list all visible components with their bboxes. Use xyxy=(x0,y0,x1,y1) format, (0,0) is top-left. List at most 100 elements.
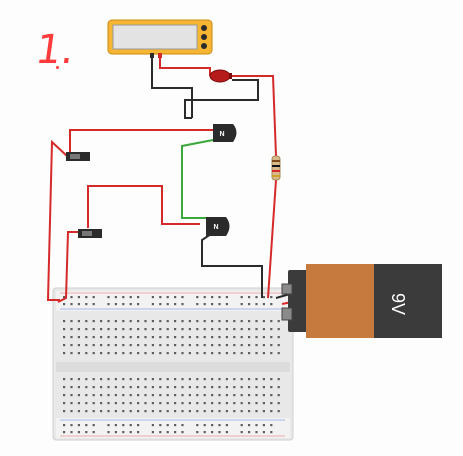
breadboard-hole[interactable] xyxy=(92,328,95,331)
breadboard-hole[interactable] xyxy=(240,431,243,434)
breadboard-hole[interactable] xyxy=(248,410,251,413)
breadboard-hole[interactable] xyxy=(129,320,132,323)
breadboard-hole[interactable] xyxy=(159,352,162,355)
breadboard-hole[interactable] xyxy=(166,410,169,413)
breadboard-hole[interactable] xyxy=(77,303,80,306)
breadboard-hole[interactable] xyxy=(114,386,117,389)
breadboard-hole[interactable] xyxy=(85,431,88,434)
breadboard-hole[interactable] xyxy=(85,344,88,347)
breadboard-hole[interactable] xyxy=(181,344,184,347)
breadboard-hole[interactable] xyxy=(188,402,191,405)
breadboard-hole[interactable] xyxy=(233,378,236,381)
breadboard-hole[interactable] xyxy=(63,303,66,306)
breadboard-hole[interactable] xyxy=(129,424,132,427)
breadboard-hole[interactable] xyxy=(144,344,147,347)
breadboard-hole[interactable] xyxy=(196,328,199,331)
breadboard-hole[interactable] xyxy=(248,328,251,331)
breadboard-hole[interactable] xyxy=(211,410,214,413)
breadboard-hole[interactable] xyxy=(255,386,258,389)
breadboard-hole[interactable] xyxy=(211,336,214,339)
breadboard-hole[interactable] xyxy=(240,328,243,331)
breadboard-hole[interactable] xyxy=(77,336,80,339)
breadboard-hole[interactable] xyxy=(248,336,251,339)
breadboard-hole[interactable] xyxy=(129,431,132,434)
breadboard-hole[interactable] xyxy=(151,424,154,427)
breadboard-hole[interactable] xyxy=(218,336,221,339)
breadboard-hole[interactable] xyxy=(174,386,177,389)
breadboard-hole[interactable] xyxy=(122,402,125,405)
breadboard-hole[interactable] xyxy=(144,336,147,339)
resistor[interactable] xyxy=(271,155,281,181)
breadboard-hole[interactable] xyxy=(129,410,132,413)
breadboard-hole[interactable] xyxy=(100,344,103,347)
breadboard-hole[interactable] xyxy=(137,320,140,323)
breadboard-hole[interactable] xyxy=(159,410,162,413)
breadboard-hole[interactable] xyxy=(151,402,154,405)
breadboard-hole[interactable] xyxy=(144,410,147,413)
breadboard-hole[interactable] xyxy=(137,394,140,397)
breadboard-hole[interactable] xyxy=(240,336,243,339)
breadboard-hole[interactable] xyxy=(166,296,169,299)
breadboard-hole[interactable] xyxy=(262,336,265,339)
breadboard-hole[interactable] xyxy=(77,431,80,434)
breadboard-hole[interactable] xyxy=(218,431,221,434)
breadboard-hole[interactable] xyxy=(270,352,273,355)
breadboard-hole[interactable] xyxy=(240,394,243,397)
breadboard-hole[interactable] xyxy=(218,424,221,427)
breadboard-hole[interactable] xyxy=(196,424,199,427)
breadboard-hole[interactable] xyxy=(151,320,154,323)
breadboard-hole[interactable] xyxy=(181,431,184,434)
breadboard-hole[interactable] xyxy=(114,410,117,413)
breadboard-hole[interactable] xyxy=(129,336,132,339)
breadboard-hole[interactable] xyxy=(137,431,140,434)
breadboard-hole[interactable] xyxy=(240,303,243,306)
breadboard-hole[interactable] xyxy=(114,344,117,347)
breadboard-hole[interactable] xyxy=(262,431,265,434)
breadboard-hole[interactable] xyxy=(70,328,73,331)
breadboard-hole[interactable] xyxy=(262,424,265,427)
breadboard-hole[interactable] xyxy=(174,352,177,355)
breadboard-hole[interactable] xyxy=(77,320,80,323)
breadboard-hole[interactable] xyxy=(122,328,125,331)
breadboard-hole[interactable] xyxy=(107,303,110,306)
breadboard-hole[interactable] xyxy=(174,336,177,339)
breadboard-hole[interactable] xyxy=(122,410,125,413)
breadboard-hole[interactable] xyxy=(137,424,140,427)
breadboard-hole[interactable] xyxy=(240,296,243,299)
breadboard-hole[interactable] xyxy=(129,303,132,306)
multimeter-probe-jack[interactable] xyxy=(201,43,207,49)
breadboard-hole[interactable] xyxy=(137,386,140,389)
breadboard-hole[interactable] xyxy=(218,386,221,389)
breadboard-hole[interactable] xyxy=(196,336,199,339)
breadboard-hole[interactable] xyxy=(70,410,73,413)
breadboard-hole[interactable] xyxy=(255,303,258,306)
breadboard-hole[interactable] xyxy=(203,431,206,434)
breadboard-hole[interactable] xyxy=(166,386,169,389)
breadboard-hole[interactable] xyxy=(107,410,110,413)
breadboard-hole[interactable] xyxy=(70,386,73,389)
breadboard-hole[interactable] xyxy=(159,386,162,389)
breadboard-hole[interactable] xyxy=(85,386,88,389)
breadboard-hole[interactable] xyxy=(174,303,177,306)
breadboard-hole[interactable] xyxy=(114,378,117,381)
breadboard-hole[interactable] xyxy=(181,296,184,299)
breadboard-hole[interactable] xyxy=(240,410,243,413)
breadboard-hole[interactable] xyxy=(77,296,80,299)
breadboard-hole[interactable] xyxy=(211,378,214,381)
breadboard-hole[interactable] xyxy=(255,352,258,355)
breadboard[interactable] xyxy=(52,287,294,441)
breadboard-hole[interactable] xyxy=(270,296,273,299)
breadboard-hole[interactable] xyxy=(233,402,236,405)
breadboard-hole[interactable] xyxy=(270,386,273,389)
wire-red[interactable] xyxy=(46,139,68,301)
breadboard-hole[interactable] xyxy=(277,386,280,389)
breadboard-hole[interactable] xyxy=(203,378,206,381)
breadboard-hole[interactable] xyxy=(181,378,184,381)
breadboard-hole[interactable] xyxy=(122,336,125,339)
breadboard-hole[interactable] xyxy=(107,352,110,355)
breadboard-hole[interactable] xyxy=(225,344,228,347)
breadboard-hole[interactable] xyxy=(203,386,206,389)
wire-black[interactable] xyxy=(201,231,263,298)
breadboard-hole[interactable] xyxy=(174,424,177,427)
breadboard-hole[interactable] xyxy=(144,320,147,323)
